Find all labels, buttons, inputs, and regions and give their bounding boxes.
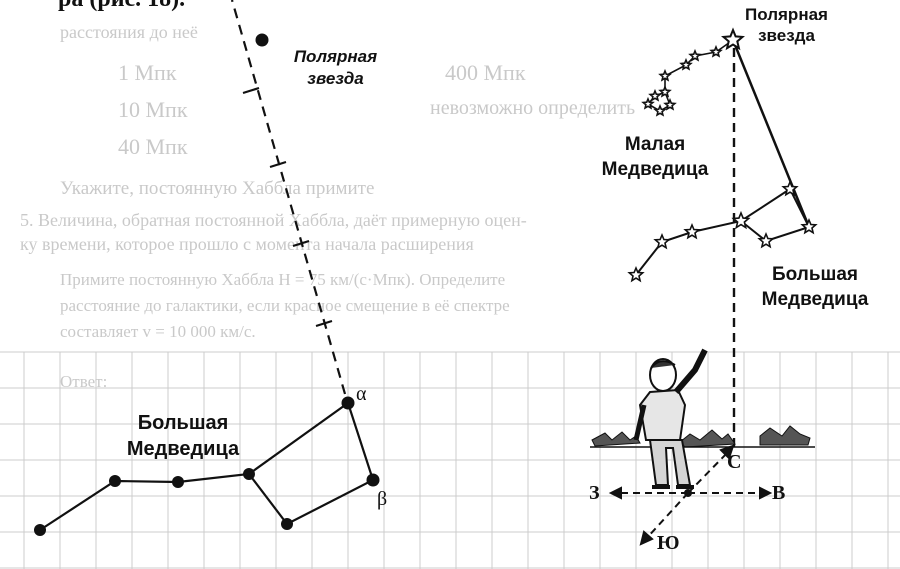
star-glyph — [627, 265, 645, 283]
ghost-line: ку времени, которое прошло с момента нач… — [20, 234, 474, 254]
ghost-line: невозможно определить — [430, 97, 636, 119]
right-big-dipper-label: Большая Медведица — [761, 264, 869, 310]
star-alpha — [341, 396, 355, 410]
ghost-line: составляет v = 10 000 км/с. — [60, 322, 256, 341]
ghost-line: расстояния до неё — [60, 22, 198, 42]
star-glyph — [653, 232, 671, 250]
left-star-points — [34, 33, 380, 536]
ghost-line: 10 Мпк — [118, 97, 188, 122]
star-beta — [366, 473, 380, 487]
polaris-dot — [255, 33, 269, 47]
east-label: В — [772, 482, 786, 504]
star-dot — [243, 468, 255, 480]
ghost-line: расстояние до галактики, если красное см… — [60, 296, 510, 315]
star-glyph — [663, 97, 677, 111]
ghost-line: 40 Мпк — [118, 134, 188, 159]
star-dot — [172, 476, 184, 488]
ghost-line: 5. Величина, обратная постоянной Хаббла,… — [20, 210, 527, 230]
grid-paper — [0, 351, 900, 569]
left-big-dipper-label: Большая Медведица — [126, 412, 240, 460]
star-dot — [34, 524, 46, 536]
star-glyph — [648, 88, 662, 102]
right-stars — [627, 27, 818, 283]
pointer-line — [230, 0, 347, 395]
star-glyph — [688, 48, 702, 62]
star-glyph — [731, 210, 751, 230]
header-fragment: ра (рис. 18). — [58, 0, 185, 13]
star-glyph — [781, 179, 799, 197]
star-dot — [281, 518, 293, 530]
star-glyph — [658, 68, 672, 82]
star-dot — [109, 475, 121, 487]
left-big-dipper — [39, 401, 375, 531]
star-glyph — [641, 96, 655, 110]
star-glyph — [709, 44, 723, 58]
ghost-line: Примите постоянную Хаббла H = 75 км/(с·М… — [60, 270, 506, 289]
observer-figure — [633, 348, 708, 489]
star-glyph — [683, 222, 701, 240]
north-label: С — [727, 451, 742, 473]
south-label: Ю — [657, 532, 680, 554]
compass — [608, 444, 773, 546]
star-glyph — [800, 217, 818, 235]
star-glyph — [757, 231, 775, 249]
beta-label: β — [377, 488, 388, 510]
ghost-line: 400 Мпк — [445, 60, 526, 85]
ghost-line: Укажите, постоянную Хаббла примите — [60, 178, 375, 199]
star-glyph — [679, 57, 693, 71]
star-glyph — [653, 103, 667, 117]
polaris-star — [721, 27, 745, 51]
right-polaris-label: Полярная звезда — [745, 5, 828, 45]
little-dipper-label: Малая Медведица — [601, 134, 709, 180]
pointer-line-right — [731, 39, 811, 228]
ground — [590, 425, 815, 448]
star-glyph — [658, 84, 672, 98]
ghost-line: 1 Мпк — [118, 60, 177, 85]
left-polaris-label: Полярная звезда — [293, 47, 378, 88]
alpha-label: α — [356, 383, 367, 405]
west-label: З — [589, 482, 600, 504]
